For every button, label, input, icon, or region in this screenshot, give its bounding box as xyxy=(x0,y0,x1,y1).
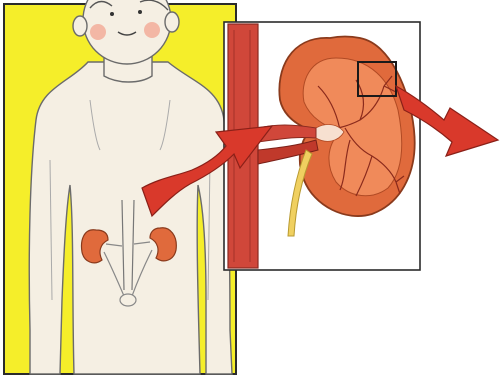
left-ear xyxy=(73,16,87,36)
right-cheek xyxy=(144,22,160,38)
left-eye xyxy=(110,12,114,16)
bladder xyxy=(120,294,136,306)
left-cheek xyxy=(90,24,106,40)
right-eye xyxy=(138,10,142,14)
right-ear xyxy=(165,12,179,32)
